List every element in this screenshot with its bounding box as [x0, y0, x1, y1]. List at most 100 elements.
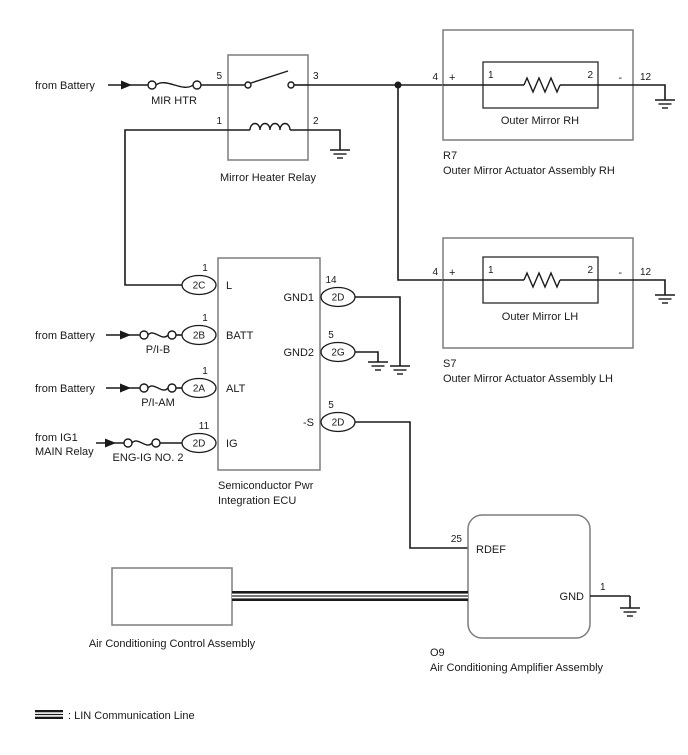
relay-box [227, 54, 309, 161]
arrow-icon [120, 383, 131, 393]
relay-coil-icon [228, 122, 308, 131]
ecu-box [217, 257, 321, 471]
ecu-pin-l: 1 2C L [181, 263, 232, 296]
legend-label: : LIN Communication Line [68, 710, 195, 722]
ecu-name-line1: Semiconductor Pwr [218, 480, 314, 492]
pin-label: L [226, 280, 232, 292]
fuse-icon [139, 330, 177, 340]
pin-label: IG [226, 438, 238, 450]
amp-pin25-label: 25 [451, 534, 463, 545]
ac-amplifier: 25 RDEF GND 1 O9 Air Conditioning Amplif… [430, 514, 640, 674]
fuse-label: P/I-AM [141, 397, 175, 409]
assembly-box-lh [442, 237, 634, 349]
resistor-icon [523, 76, 561, 94]
battery-feed-pib: from Battery P/I-B [35, 330, 182, 356]
outer-mirror-actuator-lh: 4 + 1 2 Outer Mirror LH - 12 S7 Outer Mi… [432, 237, 675, 385]
relay-switch-icon [228, 70, 308, 89]
mirror-heater-relay: 5 3 1 2 Mirror Heater Relay [216, 54, 319, 184]
fuse-icon [139, 383, 177, 393]
resistor-icon [523, 271, 561, 289]
pin-label: BATT [226, 330, 254, 342]
mirror-lh-label: Outer Mirror LH [502, 311, 578, 323]
source-label: from Battery [35, 80, 95, 92]
ecu-gnd1-wire [355, 296, 410, 375]
pin-label: ALT [226, 383, 246, 395]
ground-icon [655, 99, 675, 109]
connector-code: 2D [332, 293, 345, 304]
lh-assembly-label: Outer Mirror Actuator Assembly LH [443, 373, 613, 385]
rh-plus-label: + [449, 72, 455, 84]
battery-feed-top: from Battery MIR HTR [35, 80, 228, 107]
control-box [111, 567, 233, 626]
ecu-pin-gnd2: GND2 5 2G [283, 330, 356, 363]
lh-pin4-label: 4 [432, 267, 438, 278]
rh-code-label: R7 [443, 150, 457, 162]
connector-oval [181, 274, 217, 296]
pin-label: GND1 [283, 292, 314, 304]
lh-pin12-label: 12 [640, 267, 652, 278]
ecu-pin-batt: 1 2B BATT [181, 313, 254, 346]
relay-pin1-label: 1 [216, 116, 222, 127]
rh-assembly-label: Outer Mirror Actuator Assembly RH [443, 165, 615, 177]
connector-code: 2A [193, 384, 206, 395]
pin-label: -S [303, 417, 314, 429]
source-label-line2: MAIN Relay [35, 446, 94, 458]
lh-pin2-label: 2 [587, 265, 593, 276]
source-label-line1: from IG1 [35, 432, 78, 444]
connector-code: 2B [193, 331, 206, 342]
ecu-pin-ig: 11 2D IG [181, 421, 238, 454]
ground-icon [330, 149, 350, 159]
power-integration-ecu: 1 2C L 1 2B BATT 1 2A ALT 11 2D IG GND1 … [181, 257, 356, 507]
amp-gnd-label: GND [560, 591, 585, 603]
fuse-icon [123, 438, 161, 448]
pin-number: 1 [202, 366, 208, 377]
ecu-pin-alt: 1 2A ALT [181, 366, 246, 399]
wire-s-to-amplifier [355, 421, 468, 549]
fuse-label: P/I-B [146, 344, 170, 356]
amp-pin1-label: 1 [600, 582, 606, 593]
connector-code: 2D [332, 418, 345, 429]
ground-icon [620, 607, 640, 617]
relay-name-label: Mirror Heater Relay [220, 172, 316, 184]
ground-icon [390, 365, 410, 375]
pin-number: 5 [328, 330, 334, 341]
mirror-rh-label: Outer Mirror RH [501, 115, 579, 127]
rh-minus-label: - [618, 72, 622, 84]
pin-label: GND2 [283, 347, 314, 359]
connector-code: 2G [331, 348, 345, 359]
relay-pin3-label: 3 [313, 71, 319, 82]
pin-number: 11 [199, 421, 210, 432]
lh-plus-label: + [449, 267, 455, 279]
pin-number: 1 [202, 313, 208, 324]
fuse-icon [147, 80, 202, 90]
fuse-label: MIR HTR [151, 95, 197, 107]
pin-number: 14 [325, 275, 337, 286]
ground-icon [368, 361, 388, 371]
lh-pin1-label: 1 [488, 265, 494, 276]
ecu-name-line2: Integration ECU [218, 495, 296, 507]
arrow-icon [105, 438, 116, 448]
arrow-icon [120, 330, 131, 340]
rh-pin12-label: 12 [640, 72, 652, 83]
ecu-pin-gnd1: GND1 14 2D [283, 275, 356, 308]
ecu-gnd2-wire [355, 351, 388, 371]
connector-oval [181, 432, 217, 454]
amp-code-label: O9 [430, 647, 445, 659]
heater-power-bus [308, 81, 443, 281]
lh-code-label: S7 [443, 358, 456, 370]
connector-code: 2D [193, 439, 206, 450]
wire-relay-coil-to-ecu [124, 129, 228, 286]
fuse-label: ENG-IG NO. 2 [113, 452, 184, 464]
relay-ground [308, 129, 350, 159]
pin-number: 5 [328, 400, 334, 411]
source-label: from Battery [35, 330, 95, 342]
lin-communication-line [232, 591, 468, 601]
ecu-pin-s: -S 5 2D [303, 400, 356, 433]
battery-feed-piam: from Battery P/I-AM [35, 383, 182, 409]
connector-oval [181, 324, 217, 346]
source-label: from Battery [35, 383, 95, 395]
control-name-label: Air Conditioning Control Assembly [89, 638, 256, 650]
ac-control-assembly: Air Conditioning Control Assembly [89, 567, 256, 650]
relay-pin5-label: 5 [216, 71, 222, 82]
